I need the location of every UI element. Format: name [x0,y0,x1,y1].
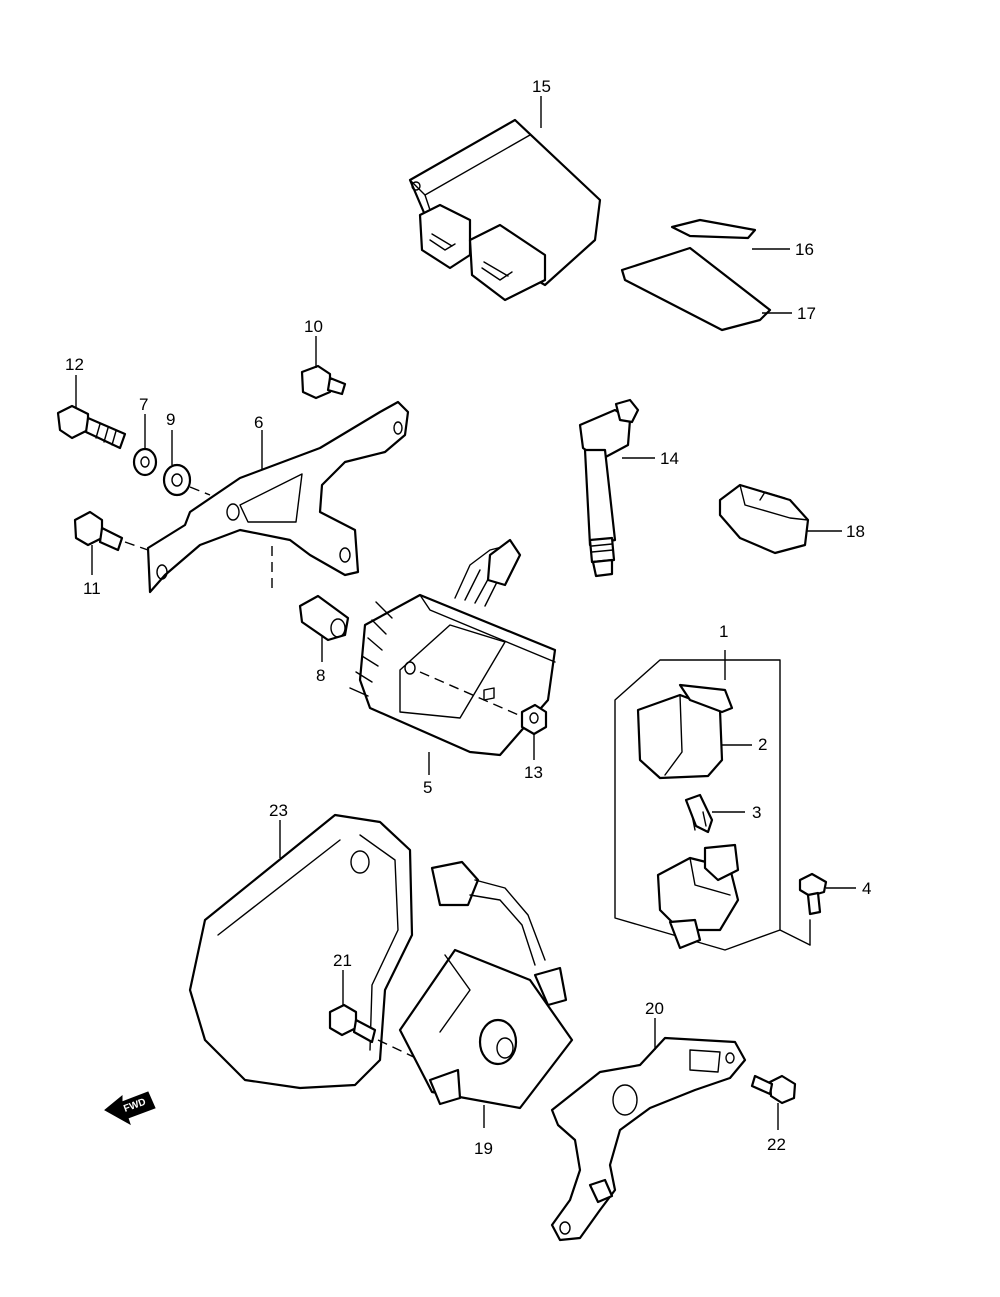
callout-16: 16 [795,240,814,259]
callout-12: 12 [65,355,84,374]
screw-part-4 [798,872,828,916]
spacer-part-8 [298,594,350,642]
callout-1: 1 [719,622,728,641]
relay-cover-part-2 [636,683,734,780]
callout-14: 14 [660,449,679,468]
callout-5: 5 [423,778,432,797]
callout-2: 2 [758,735,767,754]
bolt-part-10 [300,364,347,400]
cover-part-23 [188,813,414,1090]
bolt-part-11 [73,510,124,552]
grommet-part-9 [162,463,192,497]
callout-18: 18 [846,522,865,541]
bolt-part-22 [750,1074,797,1105]
sensor-part-19 [398,860,574,1110]
callout-3: 3 [752,803,761,822]
callout-23: 23 [269,801,288,820]
bolt-part-12 [56,404,127,450]
callout-15: 15 [532,77,551,96]
callout-20: 20 [645,999,664,1018]
callout-21: 21 [333,951,352,970]
connector-part-18 [718,483,810,555]
callout-6: 6 [254,413,263,432]
callout-10: 10 [304,317,323,336]
forward-arrow-icon: FWD [104,1091,156,1126]
regulator-part-5 [349,538,557,757]
callout-17: 17 [797,304,816,323]
collar-part-7 [132,447,158,477]
label-part-16 [670,218,757,240]
callout-13: 13 [524,763,543,782]
ignition-coil-part-14 [578,398,640,578]
nut-part-13 [520,703,548,736]
callout-9: 9 [166,410,175,429]
callout-19: 19 [474,1139,493,1158]
ecm-unit-part-15 [408,118,602,302]
bracket-part-20 [550,1036,747,1242]
pad-part-17 [620,246,772,332]
callout-11: 11 [83,579,101,598]
bracket-part-6 [146,400,410,594]
callout-8: 8 [316,666,325,685]
fuse-part-3 [684,793,714,834]
bolt-part-21 [328,1003,377,1044]
callout-4: 4 [862,879,871,898]
callout-7: 7 [139,395,148,414]
relay-body [656,843,740,950]
callout-22: 22 [767,1135,786,1154]
